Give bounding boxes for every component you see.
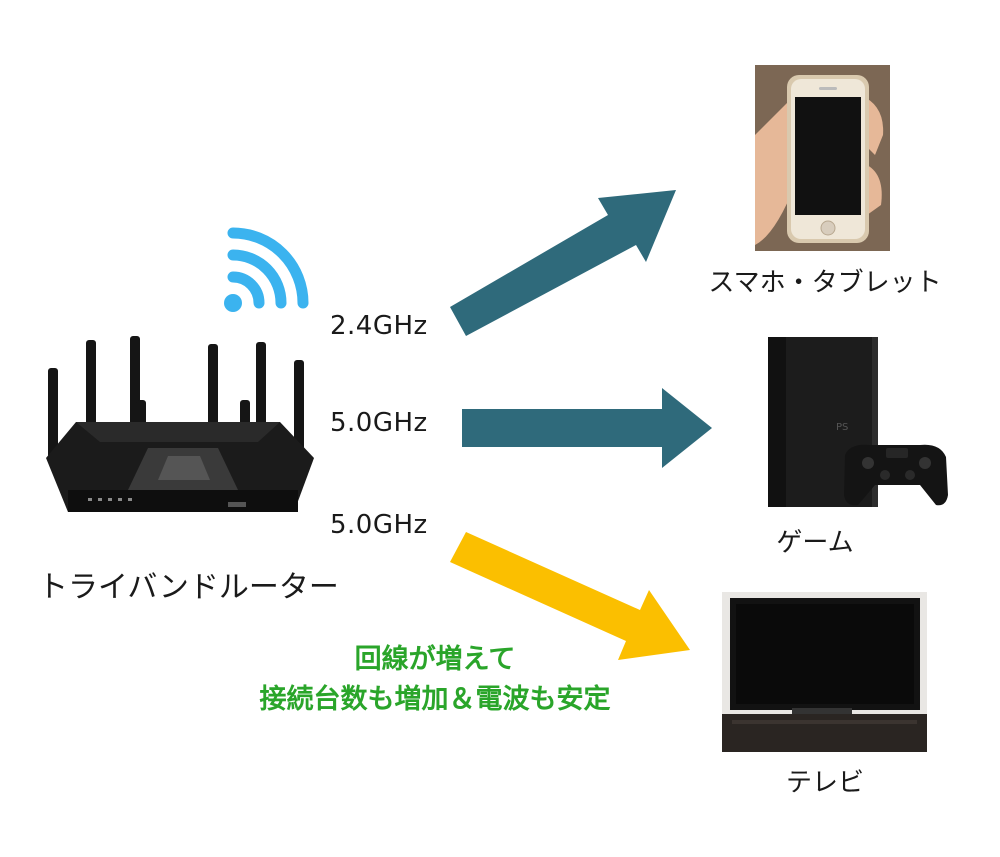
smartphone-image	[755, 65, 890, 251]
band-label-24ghz: 2.4GHz	[330, 311, 428, 341]
arrow-to-tv	[450, 532, 690, 660]
tv-label: テレビ	[785, 768, 864, 798]
game-label: ゲーム	[776, 528, 854, 558]
svg-text:PS: PS	[836, 422, 848, 433]
wifi-icon	[224, 227, 309, 312]
router-label: トライバンドルーター	[38, 570, 339, 605]
tv-image	[722, 592, 927, 752]
benefit-note-line1: 回線が増えて	[354, 644, 516, 675]
arrow-to-smartphone	[450, 190, 676, 336]
game-console-image: PS	[768, 337, 948, 507]
benefit-note: 回線が増えて 接続台数も増加＆電波も安定	[200, 640, 670, 720]
arrow-to-game	[462, 388, 712, 468]
smartphone-label: スマホ・タブレット	[708, 268, 942, 298]
band-label-5ghz-2: 5.0GHz	[330, 510, 428, 540]
benefit-note-line2: 接続台数も増加＆電波も安定	[259, 684, 611, 715]
router-image	[46, 336, 314, 512]
band-label-5ghz-1: 5.0GHz	[330, 408, 428, 438]
